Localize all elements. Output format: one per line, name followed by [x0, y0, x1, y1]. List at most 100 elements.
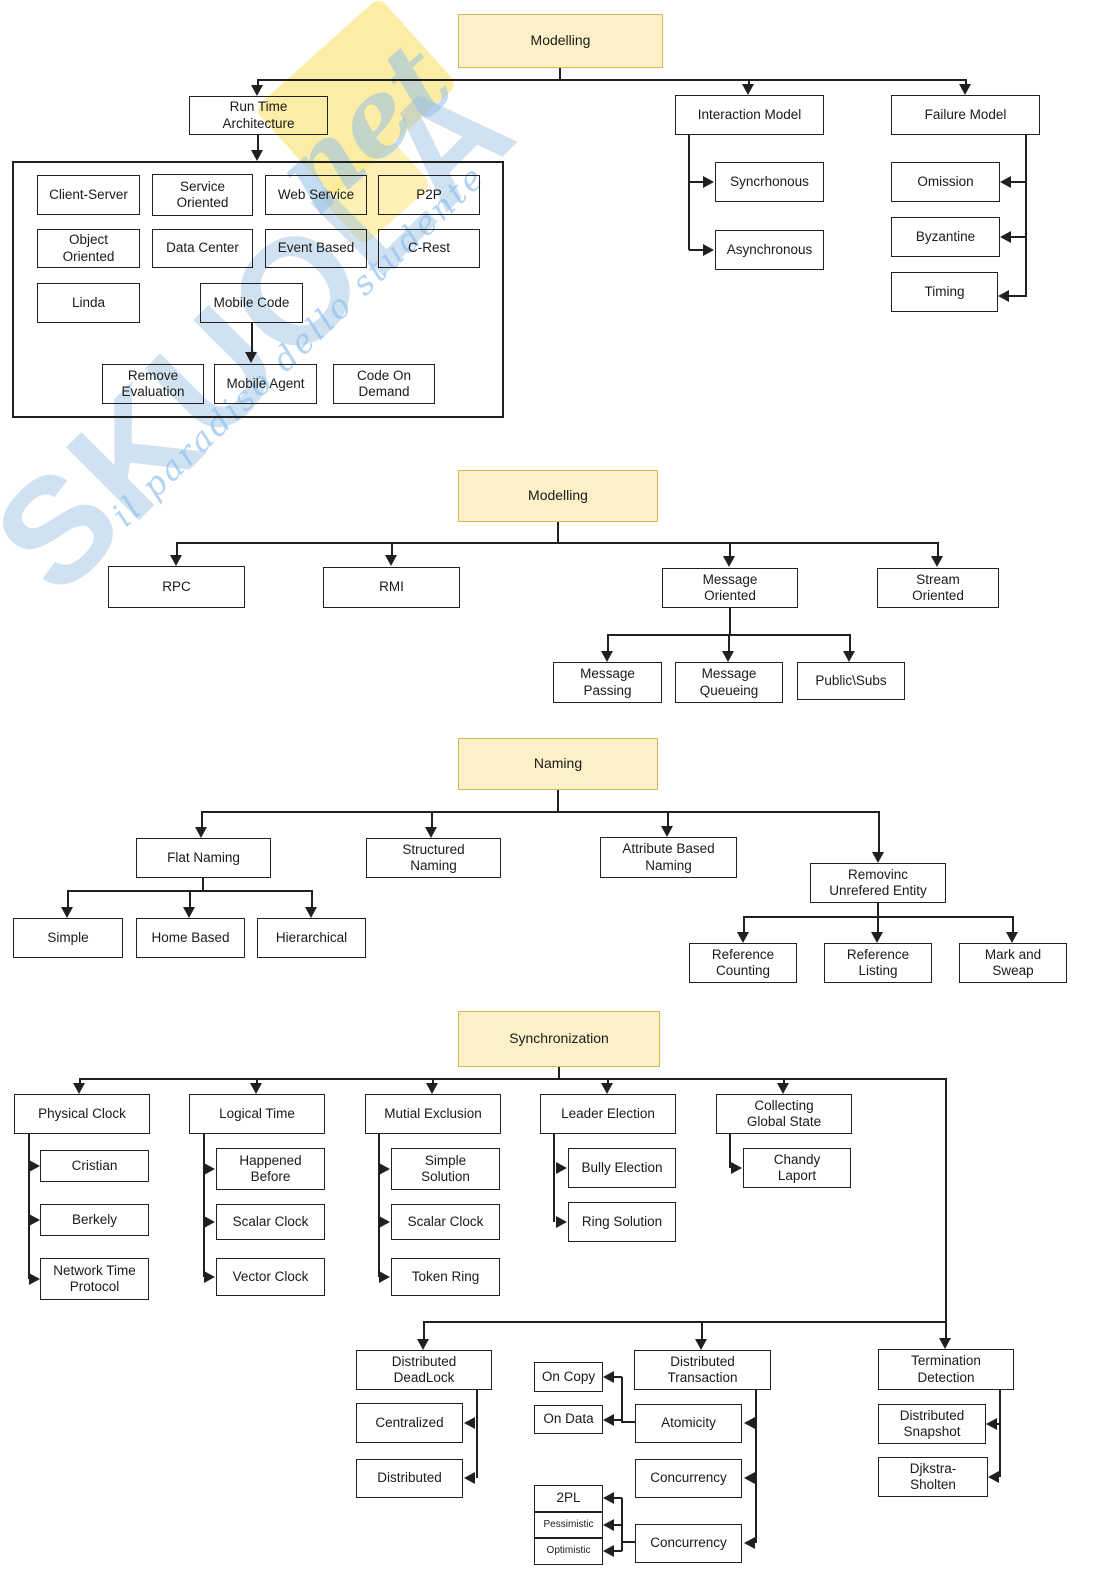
arrowhead-down	[250, 1083, 262, 1094]
connector-line	[258, 79, 966, 81]
connector-line	[1025, 135, 1027, 297]
connector-line	[689, 181, 703, 183]
connector-line	[614, 1550, 622, 1552]
connector-line	[201, 811, 203, 827]
node-atomicity: Atomicity	[635, 1404, 742, 1443]
arrowhead-down	[245, 352, 257, 363]
node-rpc: RPC	[108, 566, 245, 608]
node-rmi: RMI	[323, 567, 460, 608]
connector-line	[849, 634, 851, 651]
node-web-service: Web Service	[265, 175, 367, 215]
arrowhead-left	[744, 1472, 755, 1484]
node-home-based: Home Based	[136, 918, 245, 958]
node-structured-naming: Structured Naming	[366, 838, 501, 878]
node-mobile-agent: Mobile Agent	[214, 364, 317, 404]
arrowhead-down	[695, 1339, 707, 1350]
node-modelling-1: Modelling	[458, 14, 663, 68]
arrowhead-right	[379, 1216, 390, 1228]
node-run-time-architecture: Run Time Architecture	[189, 96, 328, 135]
node-token-ring: Token Ring	[391, 1258, 500, 1296]
arrowhead-down	[251, 150, 263, 161]
arrowhead-right	[379, 1163, 390, 1175]
node-removing-unrefered-entity: Removinc Unrefered Entity	[810, 863, 946, 903]
node-optimistic: Optimistic	[534, 1538, 603, 1565]
connector-line	[743, 916, 745, 932]
node-remove-evaluation: Remove Evaluation	[102, 364, 204, 404]
node-timing: Timing	[891, 272, 998, 312]
node-distributed-transaction: Distributed Transaction	[634, 1350, 771, 1390]
node-p2p: P2P	[378, 175, 480, 215]
arrowhead-down	[723, 556, 735, 567]
node-synchronous: Syncrhonous	[715, 162, 824, 202]
node-concurrency-2: Concurrency	[635, 1524, 742, 1563]
node-ring-solution: Ring Solution	[568, 1202, 676, 1242]
arrowhead-left	[603, 1545, 614, 1557]
arrowhead-down	[183, 907, 195, 918]
connector-line	[667, 811, 669, 826]
node-byzantine: Byzantine	[891, 217, 1000, 257]
arrowhead-left	[744, 1537, 755, 1549]
connector-line	[877, 903, 879, 917]
arrowhead-left	[603, 1519, 614, 1531]
connector-line	[378, 1134, 380, 1277]
connector-line	[1011, 236, 1026, 238]
arrowhead-left	[986, 1418, 997, 1430]
connector-line	[311, 890, 313, 907]
node-event-based: Event Based	[265, 229, 367, 268]
connector-line	[755, 1390, 757, 1543]
arrowhead-down	[742, 84, 754, 95]
arrowhead-down	[737, 932, 749, 943]
connector-line	[177, 542, 938, 544]
connector-line	[391, 542, 393, 555]
connector-line	[476, 1390, 478, 1478]
node-hierarchical: Hierarchical	[257, 918, 366, 958]
node-cristian: Cristian	[40, 1150, 149, 1182]
connector-line	[877, 916, 879, 932]
arrowhead-down	[777, 1083, 789, 1094]
connector-line	[729, 608, 731, 635]
connector-line	[423, 1321, 425, 1339]
arrowhead-down	[722, 651, 734, 662]
node-synchronization: Synchronization	[458, 1011, 660, 1067]
node-message-queueing: Message Queueing	[675, 662, 783, 703]
node-modelling-2: Modelling	[458, 470, 658, 522]
node-simple-solution: Simple Solution	[391, 1148, 500, 1190]
node-distributed-deadlock: Distributed DeadLock	[356, 1350, 492, 1390]
connector-line	[251, 323, 253, 353]
connector-line	[607, 1078, 609, 1084]
node-logical-time: Logical Time	[189, 1094, 325, 1134]
connector-line	[728, 634, 730, 651]
arrowhead-down	[959, 84, 971, 95]
connector-line	[202, 811, 879, 813]
arrowhead-down	[251, 85, 263, 96]
connector-line	[558, 1067, 560, 1079]
connector-line	[783, 1078, 785, 1084]
node-attribute-based-naming: Attribute Based Naming	[600, 837, 737, 878]
connector-line	[701, 1321, 703, 1339]
arrowhead-left	[988, 1471, 999, 1483]
node-mutial-exclusion: Mutial Exclusion	[365, 1094, 501, 1134]
connector-line	[621, 1498, 623, 1551]
connector-line	[257, 135, 259, 151]
arrowhead-down	[601, 651, 613, 662]
connector-line	[557, 522, 559, 543]
node-distributed: Distributed	[356, 1459, 463, 1498]
connector-line	[937, 542, 939, 557]
node-happened-before: Happened Before	[216, 1148, 325, 1190]
arrowhead-down	[305, 907, 317, 918]
node-scalar-clock-logical: Scalar Clock	[216, 1204, 325, 1240]
arrowhead-left	[998, 290, 1009, 302]
connector-line	[614, 1376, 622, 1378]
arrowhead-down	[843, 651, 855, 662]
arrowhead-down	[385, 555, 397, 566]
arrowhead-left	[1000, 176, 1011, 188]
node-distributed-snapshot: Distributed Snapshot	[878, 1404, 986, 1444]
arrowhead-left	[603, 1492, 614, 1504]
node-physical-clock: Physical Clock	[14, 1094, 150, 1134]
arrowhead-left	[744, 1417, 755, 1429]
arrowhead-down	[939, 1338, 951, 1349]
arrowhead-right	[556, 1162, 567, 1174]
connector-line	[614, 1419, 622, 1421]
arrowhead-down	[426, 1083, 438, 1094]
